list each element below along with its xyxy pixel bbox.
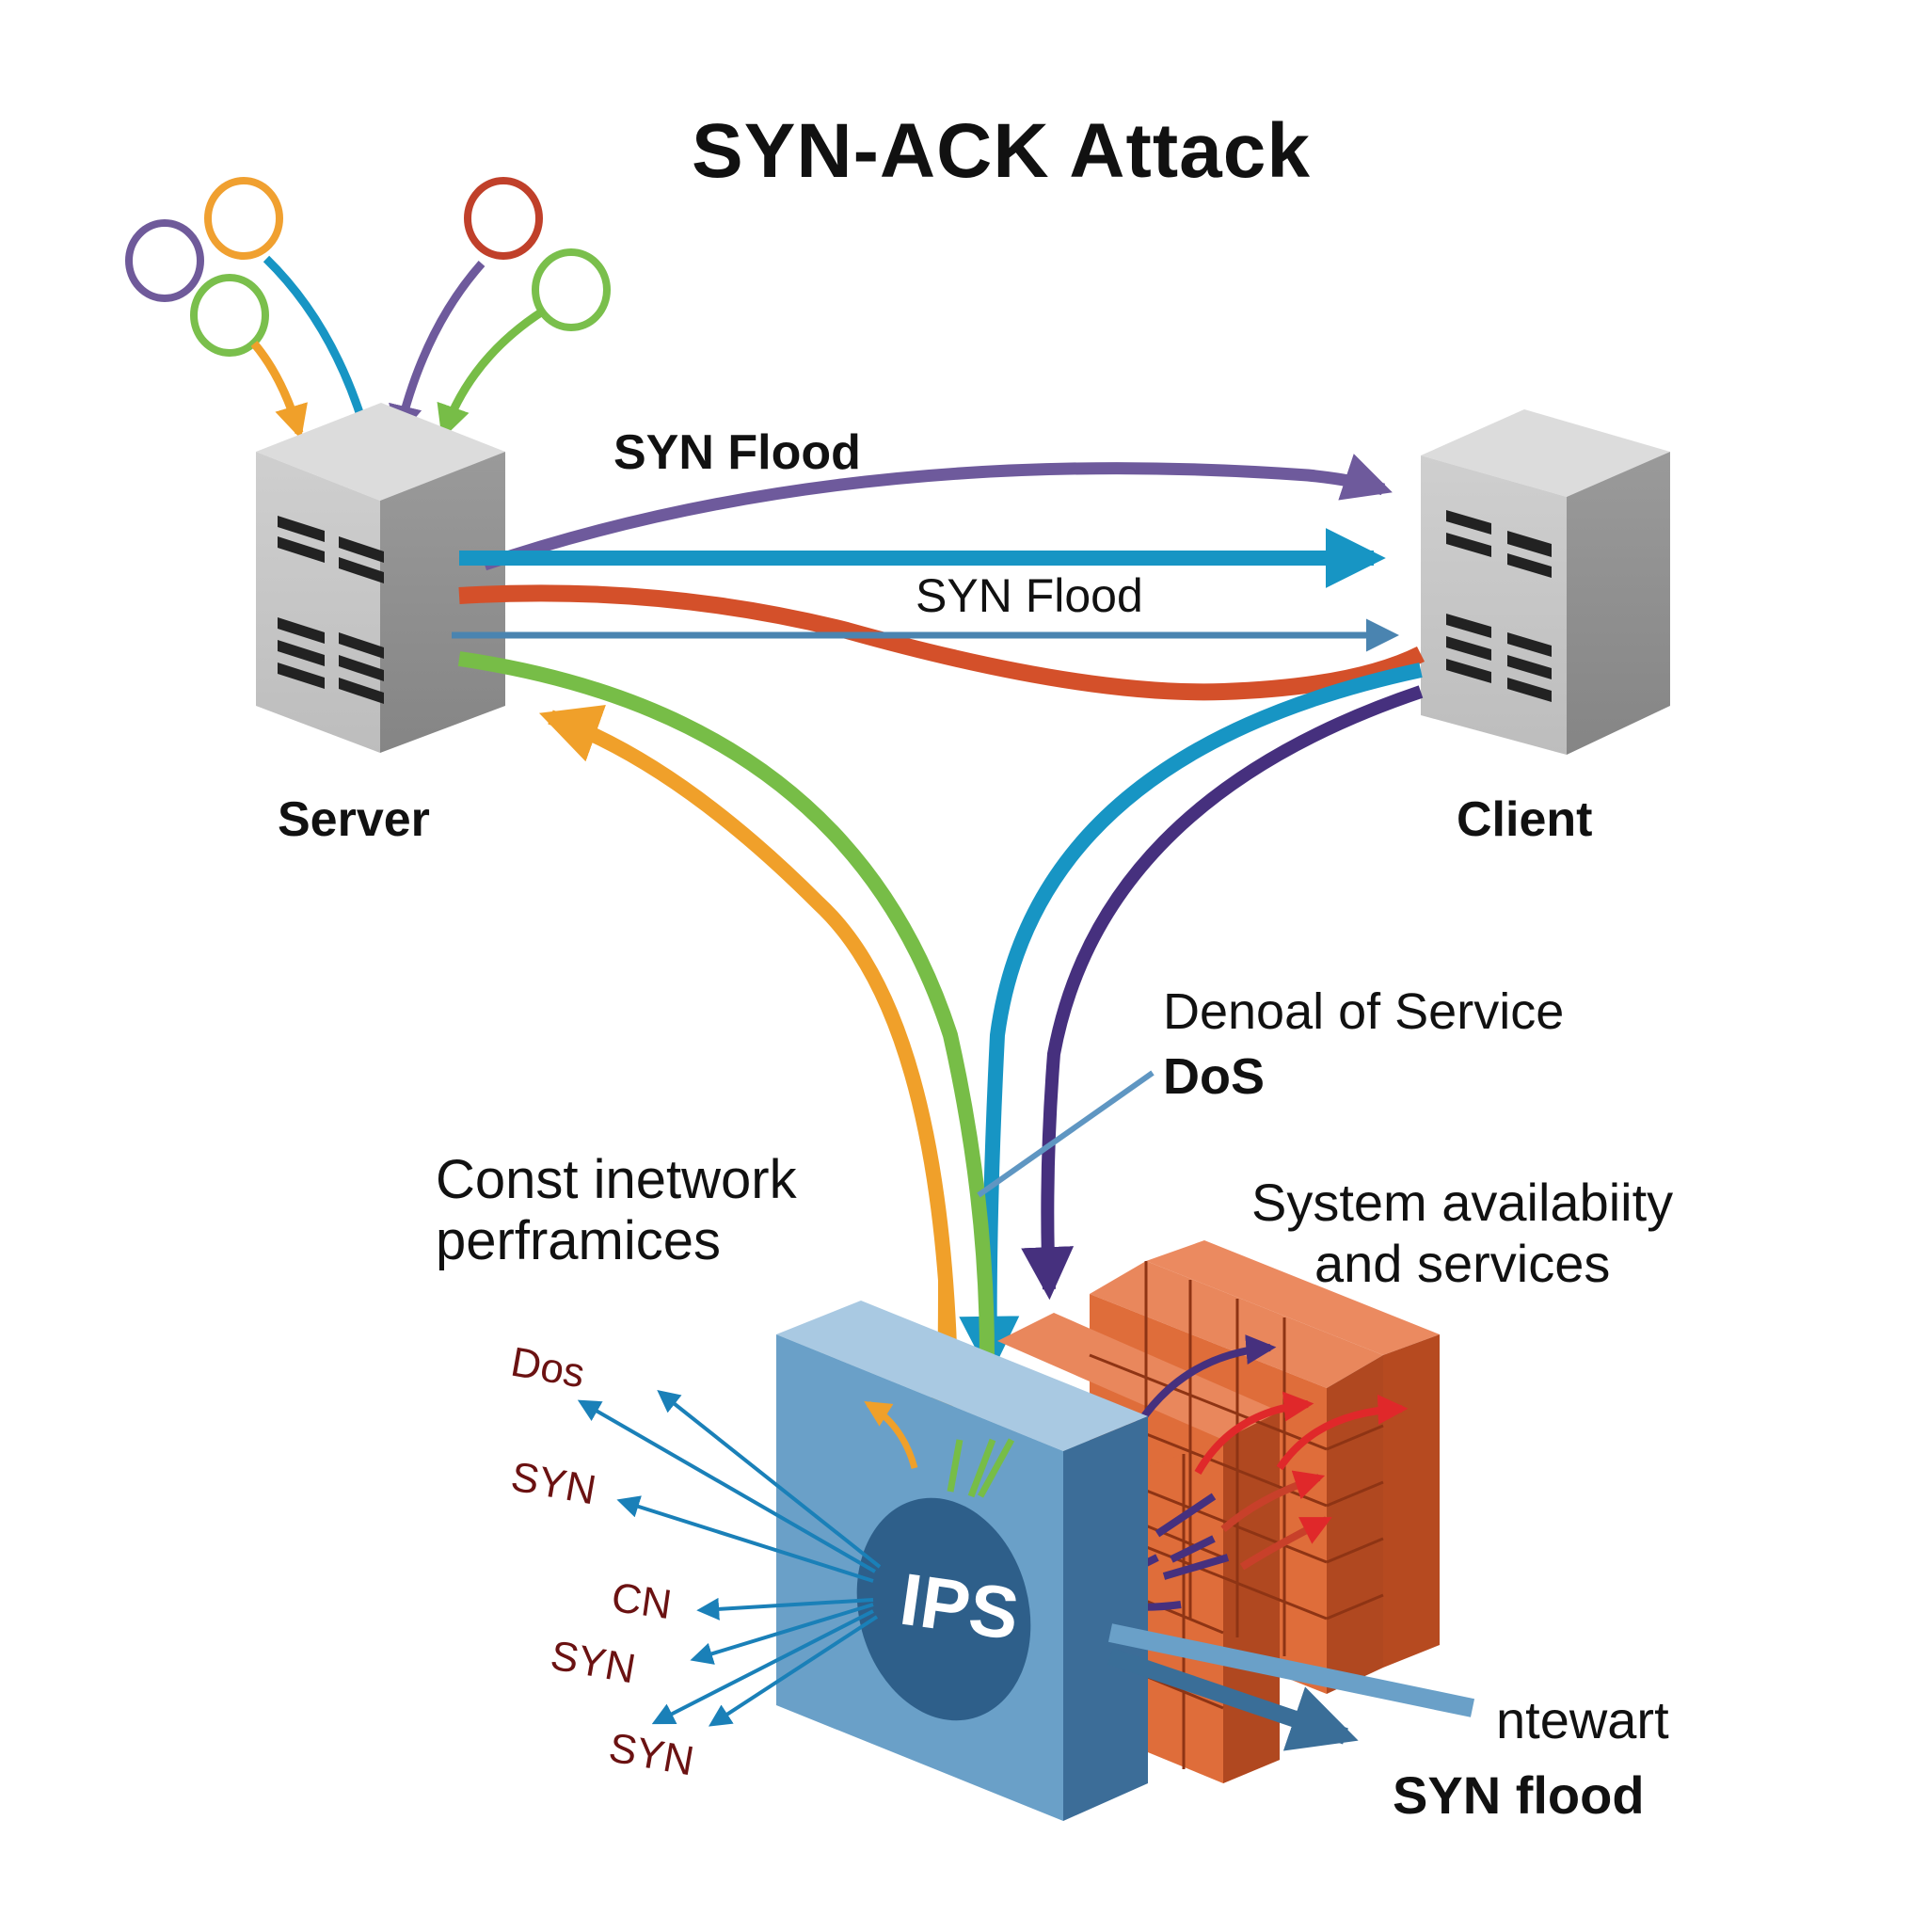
ips-rays [577,1390,882,1727]
ray-6 [651,1609,874,1725]
network-perf-line2: perframices [436,1210,721,1271]
availability-line1: System availabiity [1251,1173,1674,1232]
flow-purple-top [482,454,1393,571]
ips-block[interactable] [776,1301,1148,1821]
syn-flood-output-arrow [1107,1648,1359,1751]
syn-flood-middle-label: SYN Flood [916,569,1143,622]
ips-top-arrows [864,1401,1015,1498]
ray-2 [577,1399,876,1573]
ips-output-label: CN [608,1573,675,1629]
attackers [125,177,611,357]
flow-green-down [457,651,995,1403]
server-client-flows [452,454,1425,1424]
ips-circle [856,1497,1031,1721]
attacker-green-left-circle [190,274,269,357]
attacker-arrow-purple [389,261,486,440]
firewall-arrow-red-2 [1276,1394,1409,1471]
server-icon[interactable] [256,403,505,753]
client-label: Client [1457,792,1593,847]
ntewart-label: ntewart [1496,1690,1669,1749]
server-label: Server [278,792,430,847]
firewall-arrow-red-4 [1239,1516,1332,1571]
dos-short-label: DoS [1163,1048,1265,1105]
flow-dark-purple-down [1021,685,1424,1301]
firewall-icon [997,1240,1440,1783]
network-perf-line1: Const inetwork [436,1149,797,1210]
syn-flood-bottom-label: SYN flood [1393,1765,1645,1825]
ray-4 [696,1597,874,1621]
attacker-green-right-circle [532,248,611,331]
syn-flood-top-label: SYN Flood [613,425,861,480]
attacker-red-circle [464,177,543,260]
flow-red [458,584,1425,701]
page-title: SYN-ACK Attack [692,108,1311,194]
client-icon[interactable] [1421,409,1670,755]
attacker-orange-circle [204,177,283,260]
availability-line2: and services [1314,1234,1611,1293]
ray-7 [708,1615,879,1727]
flow-orange-up [538,705,958,1375]
ray-3 [616,1495,874,1583]
attacker-arrow-green [437,307,547,439]
ips-output-bars [1107,1623,1475,1751]
attacker-arrow-orange [250,341,308,439]
ray-1 [657,1390,882,1569]
dos-full-label: Denoal of Service [1163,983,1565,1040]
attacker-purple-circle [125,219,204,302]
firewall-arrow-red-3 [1220,1470,1326,1533]
ray-5 [690,1603,874,1665]
dos-pointer-line [977,1070,1155,1198]
firewall-arrow-red-1 [1194,1391,1314,1475]
ips-label: IPS [895,1557,1025,1656]
